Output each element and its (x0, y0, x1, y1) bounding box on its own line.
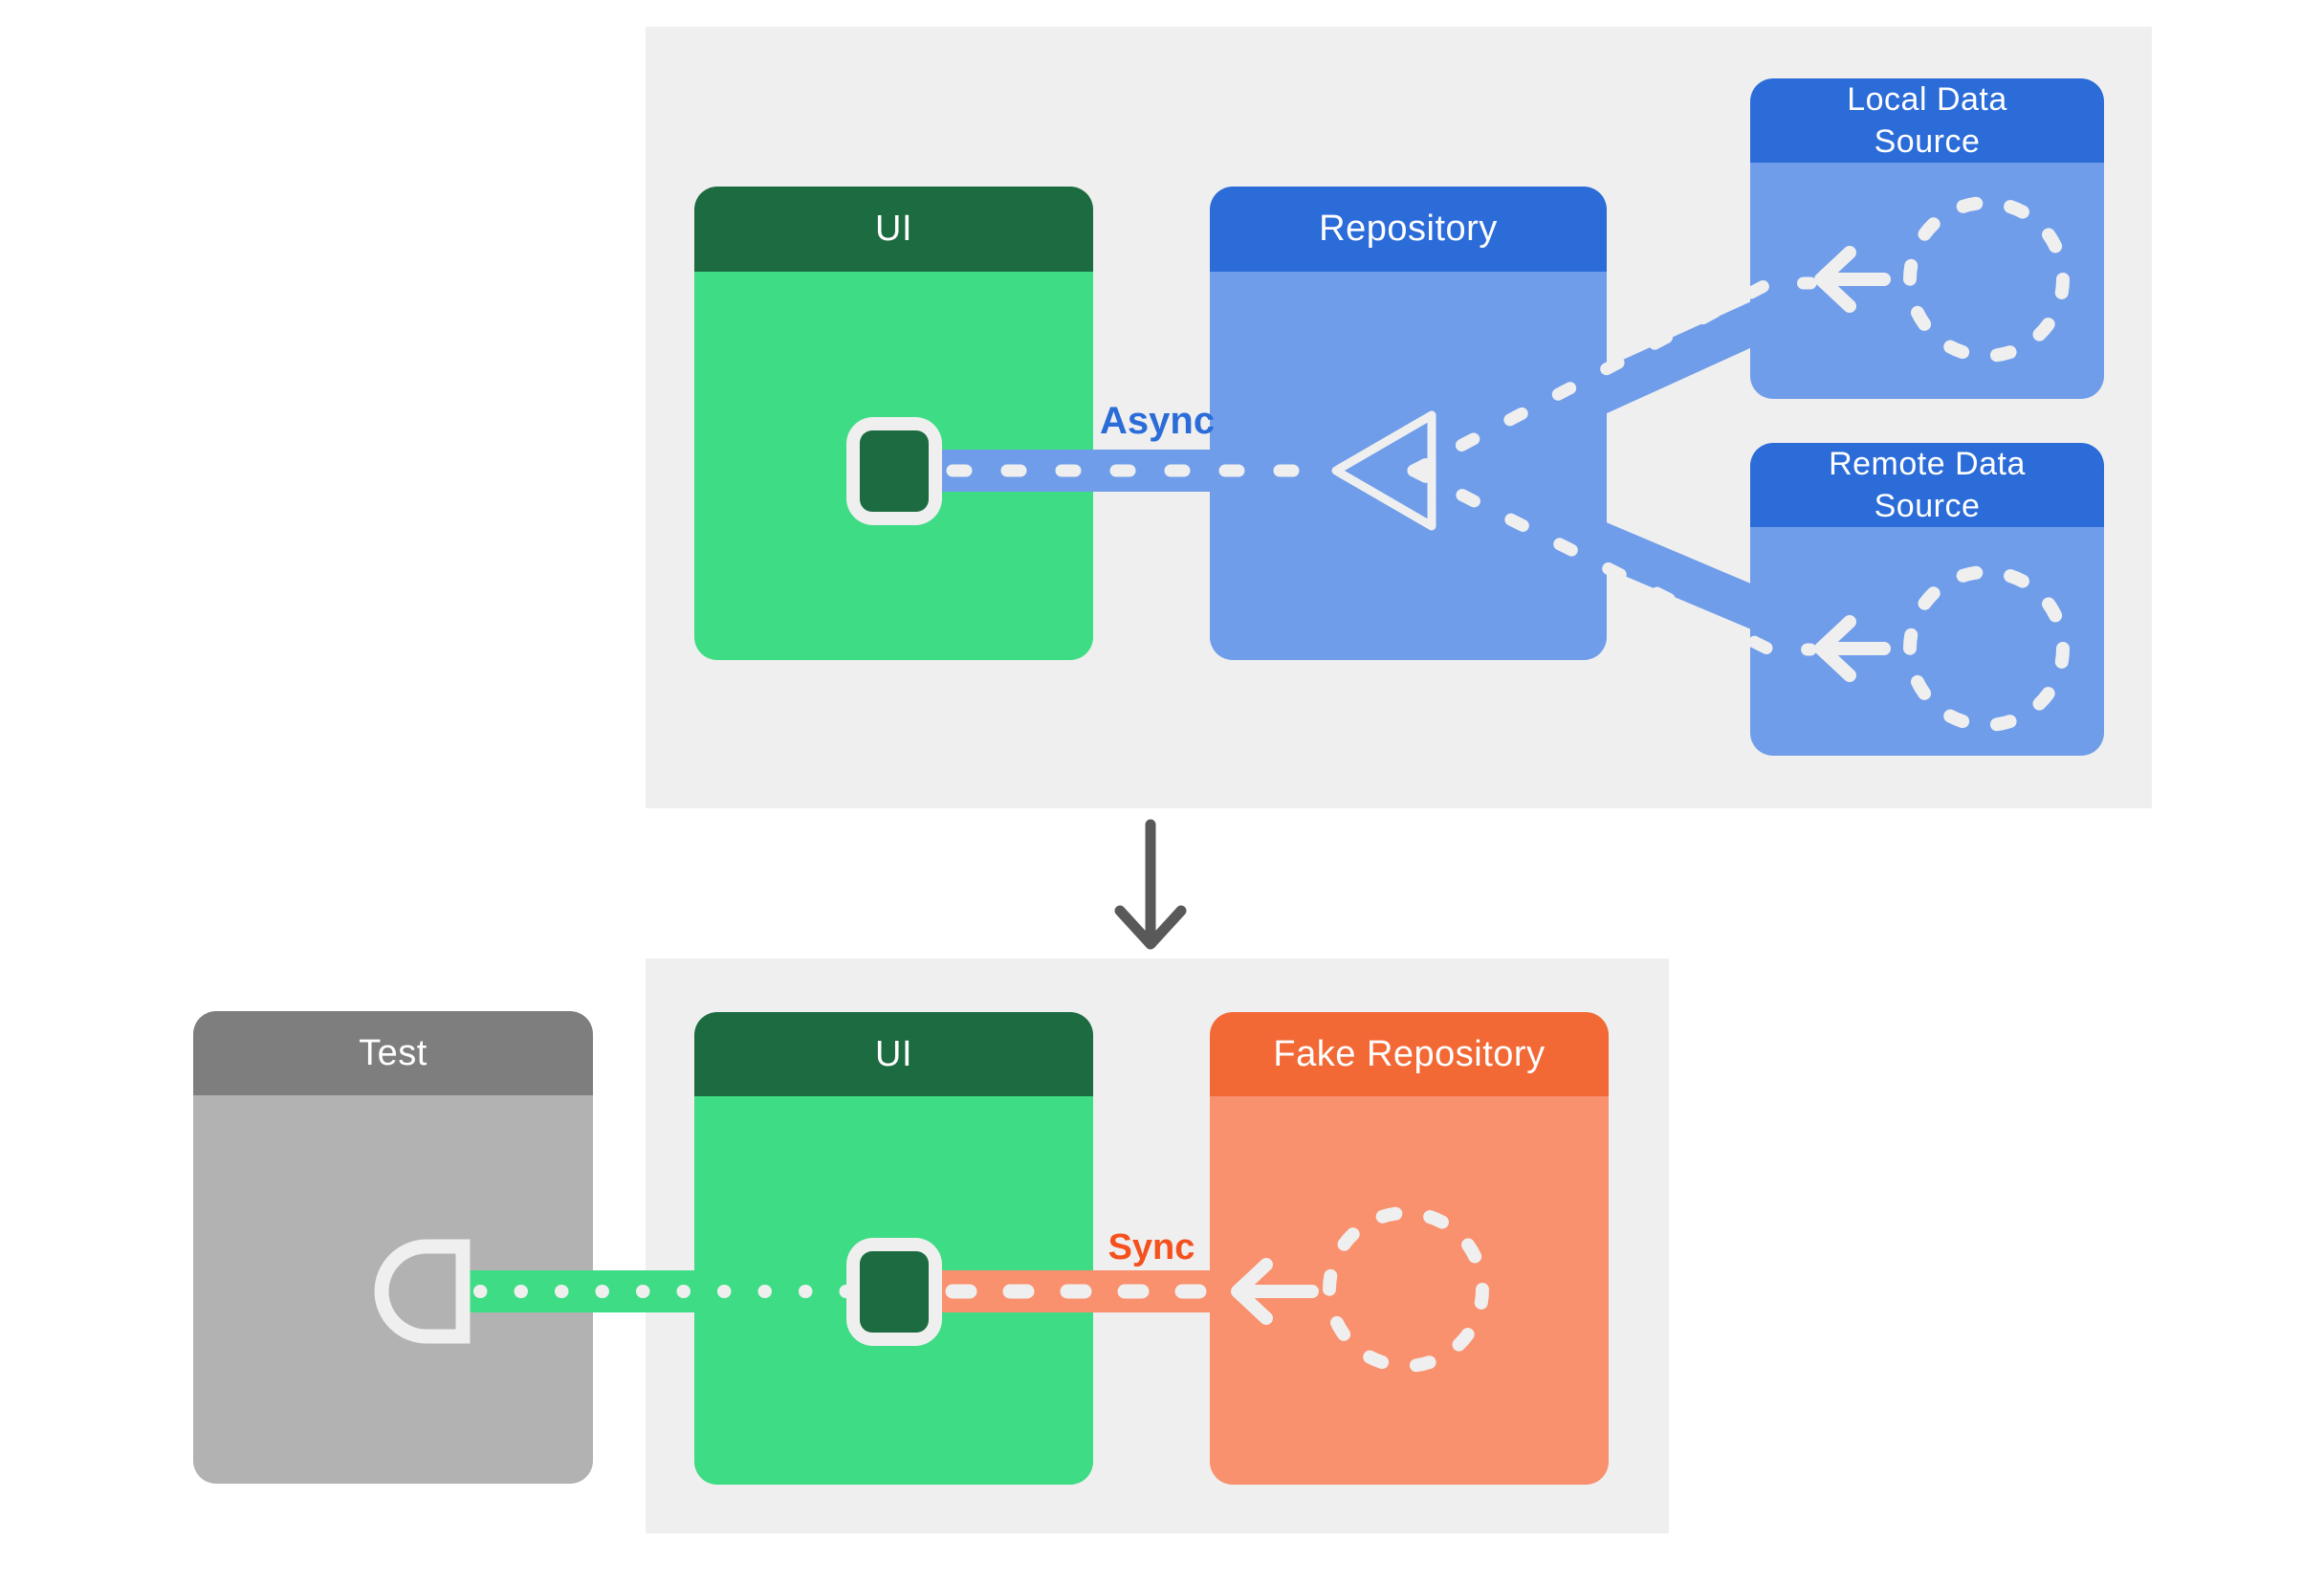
card-repository: Repository (1210, 187, 1607, 660)
sync-flow-label: Sync (1107, 1227, 1195, 1267)
card-local-data-source: Local Data Source (1750, 78, 2104, 399)
card-ui-production-header: UI (694, 187, 1093, 272)
card-ui-production-body (694, 272, 1093, 660)
card-ui-production-title: UI (875, 209, 912, 249)
async-flow-label: Async (1100, 400, 1216, 442)
card-remote-data-source-title: Remote Data Source (1829, 446, 2026, 524)
card-remote-data-source: Remote Data Source (1750, 443, 2104, 756)
down-arrow-icon (1114, 819, 1187, 950)
card-ui-test-title: UI (875, 1033, 912, 1074)
card-test-title: Test (359, 1032, 428, 1073)
arrow-head (1114, 905, 1187, 950)
card-repository-header: Repository (1210, 187, 1607, 272)
card-remote-data-source-header: Remote Data Source (1750, 443, 2104, 527)
card-ui-test: UI (694, 1012, 1093, 1485)
card-fake-repository-title: Fake Repository (1273, 1033, 1546, 1074)
card-ui-test-body (694, 1096, 1093, 1485)
card-fake-repository: Fake Repository (1210, 1012, 1609, 1485)
card-test-header: Test (193, 1011, 593, 1095)
card-repository-title: Repository (1319, 209, 1498, 249)
card-fake-repository-body (1210, 1096, 1609, 1485)
card-repository-body (1210, 272, 1607, 660)
card-ui-production: UI (694, 187, 1093, 660)
card-remote-data-source-body (1750, 527, 2104, 756)
card-local-data-source-title: Local Data Source (1847, 81, 2007, 160)
card-test-body (193, 1095, 593, 1484)
card-ui-test-header: UI (694, 1012, 1093, 1096)
card-local-data-source-header: Local Data Source (1750, 78, 2104, 163)
card-test: Test (193, 1011, 593, 1484)
card-local-data-source-body (1750, 163, 2104, 399)
card-fake-repository-header: Fake Repository (1210, 1012, 1609, 1096)
